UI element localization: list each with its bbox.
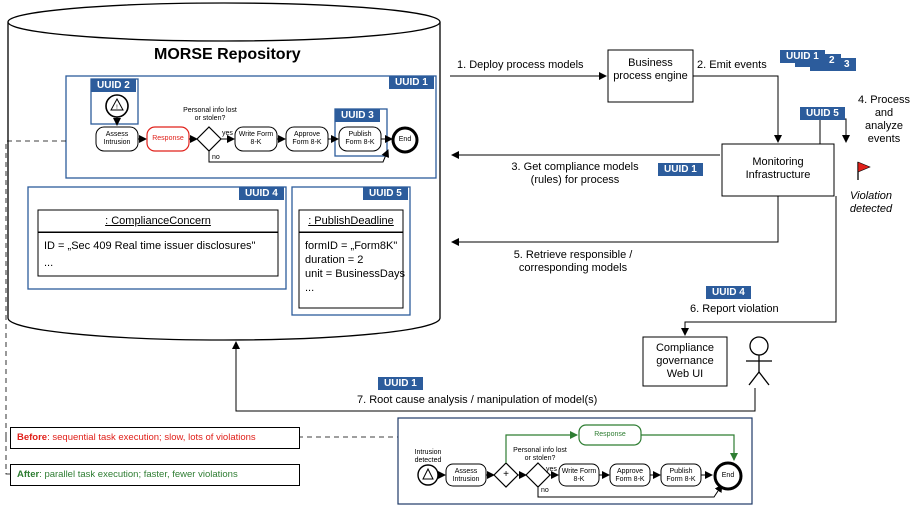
emit-uuid-a: UUID 1 [780,50,825,63]
before-gateway-yes: yes [222,130,233,137]
uuid-badge-assess: UUID 2 [91,79,136,92]
before-task-response: Response [152,135,184,142]
after-gateway-question: Personal info lost or stolen? [513,447,567,462]
deadline-attr: ... [305,282,315,294]
violation-detected-label: Violation detected [849,190,893,215]
uuid-badge-deadline: UUID 5 [363,187,408,200]
flow-5-retrieve: 5. Retrieve responsible / corresponding … [513,249,633,274]
before-gateway-no: no [212,154,220,161]
governance-label: Compliance governance Web UI [655,342,715,380]
get-models-uuid: UUID 1 [658,163,703,176]
deadline-attr: unit = BusinessDays [305,268,405,280]
before-note-bold: Before [17,432,48,443]
before-note: Before: sequential task execution; slow,… [10,427,300,449]
process-engine-box [607,49,694,103]
process-uuid: UUID 5 [800,107,845,120]
flow-7-root-cause: 7. Root cause analysis / manipulation of… [357,394,598,406]
after-note: After: parallel task execution; faster, … [10,464,300,486]
repository-title: MORSE Repository [154,46,301,63]
root-cause-uuid: UUID 1 [378,377,423,390]
before-task-publish: Publish Form 8-K [345,131,375,146]
after-parallel-gateway: + [503,469,509,480]
compliance-concern-box [37,209,279,277]
after-gateway-yes: yes [546,466,557,473]
uuid-badge-publish: UUID 3 [335,109,380,122]
after-process-frame [397,417,753,505]
monitoring-box [721,143,835,197]
compliance-concern-header: : ComplianceConcern [38,210,278,233]
process-frame-uuid1 [65,75,437,179]
publish-deadline-box [298,209,404,309]
after-process-diagram [417,424,743,498]
after-note-text: : parallel task execution; faster, fewer… [39,469,238,480]
flow-2-emit: 2. Emit events [697,59,767,71]
after-task-write: Write Form 8-K [561,468,597,483]
before-gateway-question: Personal info lost or stolen? [183,107,237,122]
flow-4-process: 4. Process and analyze events [858,94,910,145]
after-end-event: End [721,472,735,479]
compliance-concern-class: : ComplianceConcern ID = „Sec 409 Real t… [38,210,278,276]
report-uuid: UUID 4 [706,286,751,299]
before-process-diagram: ! [95,94,419,163]
uuid-badge-process: UUID 1 [389,76,434,89]
before-task-write: Write Form 8-K [238,131,274,146]
deadline-attr: formID = „Form8K" [305,240,398,252]
after-gateway-no: no [541,487,549,494]
process-engine-label: Business process engine [613,57,688,82]
flow-3-get-models: 3. Get compliance models (rules) for pro… [511,161,639,186]
governance-box [642,336,728,387]
before-task-approve: Approve Form 8-K [292,131,322,146]
publish-deadline-class: : PublishDeadline formID = „Form8K" dura… [299,210,405,308]
after-note-bold: After [17,469,40,480]
user-figure-icon [746,336,772,386]
publish-deadline-header: : PublishDeadline [299,210,403,233]
flow-arrows [232,72,850,412]
monitoring-label: Monitoring Infrastructure [745,156,811,181]
flow-6-report: 6. Report violation [690,303,779,315]
after-task-assess: Assess Intrusion [452,468,480,483]
after-task-approve: Approve Form 8-K [615,468,645,483]
before-end-event: End [398,136,412,143]
flow-1-deploy: 1. Deploy process models [457,59,584,71]
deadline-frame-uuid5 [291,186,411,316]
compliance-concern-id: ID = „Sec 409 Real time issuer disclosur… [44,240,256,252]
before-task-assess: Assess Intrusion [103,131,131,146]
after-task-response: Response [594,431,626,438]
compliance-concern-more: ... [44,257,54,269]
dashed-connectors [5,140,398,475]
after-task-publish: Publish Form 8-K [666,468,696,483]
before-note-text: : sequential task execution; slow, lots … [47,432,256,443]
after-start-label: Intrusion detected [414,449,442,464]
violation-flag-icon [857,161,871,180]
uuid-badge-concern: UUID 4 [239,187,284,200]
svg-text:!: ! [116,105,118,111]
warning-triangle-icon [110,97,124,111]
deadline-attr: duration = 2 [305,254,364,266]
concern-frame-uuid4 [27,186,287,290]
